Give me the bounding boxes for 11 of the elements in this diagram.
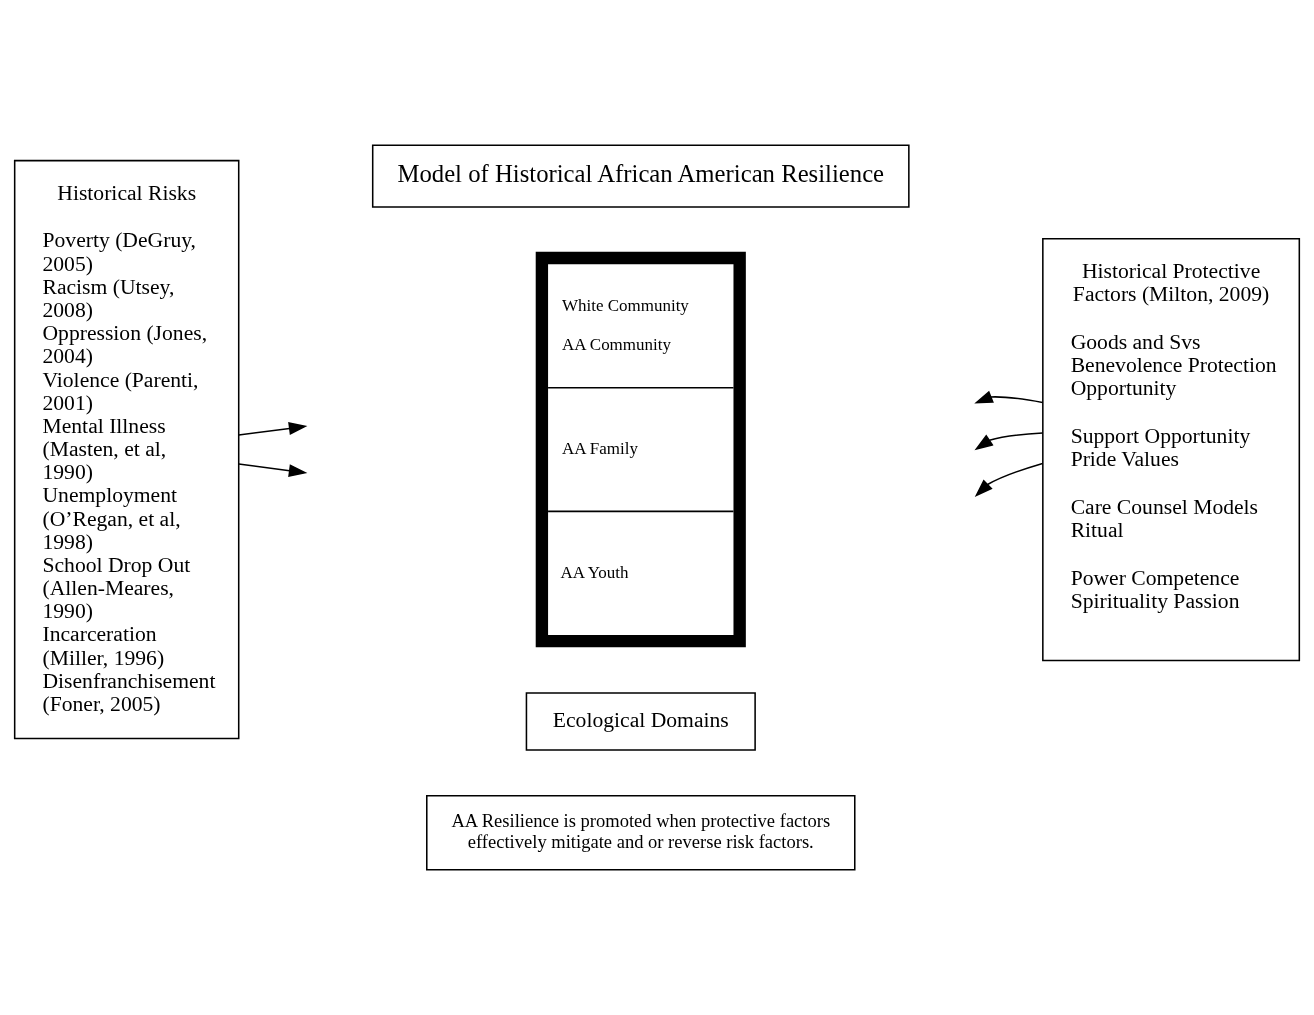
node-box: Historical Risks Poverty (DeGruy, 2005) Racism (Utsey, 2008) Oppression (Jones, 2004) Violence (Parenti, 2001) Mental Illness (Masten, et al, 1990) Unemployment (O’Regan, et al, 1998) School Drop Out (Allen-Meares, 1990) Incarceration (Miller, 1996) Disenfranchisement (Foner, 2005) <box>13 159 240 740</box>
node-box: White Community AA Community AA Family AA Youth <box>535 251 746 648</box>
arrow <box>974 462 1044 497</box>
node-box: Historical Protective Factors (Milton, 2009) Goods and Svs Benevolence Protection Opportunity Support Opportunity Pride Values Care Counsel Models Ritual Power Competence Spirituality Passion <box>1042 237 1301 662</box>
node-box: AA Resilience is promoted when protective factors effectively mitigate and or reverse risk factors. <box>426 794 856 871</box>
arrow <box>238 463 308 478</box>
arrow <box>974 390 1044 404</box>
arrow <box>974 432 1044 451</box>
node-box: Ecological Domains <box>525 692 756 751</box>
node-box: Model of Historical African American Resilience <box>371 144 910 208</box>
arrow <box>238 422 308 436</box>
